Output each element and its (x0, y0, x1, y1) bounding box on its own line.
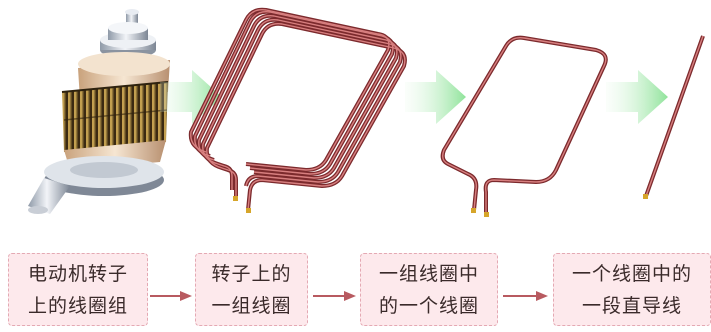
label-box-straight-wire: 一个线圈中的 一段直导线 (553, 253, 711, 326)
motor-rotor-image (28, 9, 170, 214)
single-coil-image (440, 35, 608, 217)
label-line: 一段直导线 (581, 294, 682, 317)
label-box-coil-group: 转子上的 一组线圈 (195, 253, 308, 326)
label-line: 的一个线圈 (378, 294, 479, 317)
coil-group-image (188, 7, 407, 213)
label-line: 上的线圈组 (27, 294, 128, 317)
label-box-rotor-coil-set: 电动机转子 上的线圈组 (8, 253, 148, 326)
label-line: 一组线圈中 (378, 262, 479, 285)
arrow-right-icon (503, 291, 548, 301)
label-line: 转子上的 (211, 262, 292, 285)
arrow-right-icon (606, 70, 668, 124)
straight-wire-image (643, 35, 705, 199)
arrow-right-icon (313, 291, 356, 301)
arrow-right-icon (405, 70, 466, 124)
label-line: 电动机转子 (27, 262, 128, 285)
arrow-right-icon (150, 291, 192, 301)
label-line: 一组线圈 (211, 294, 292, 317)
label-box-single-coil: 一组线圈中 的一个线圈 (360, 253, 498, 326)
label-line: 一个线圈中的 (571, 262, 692, 285)
